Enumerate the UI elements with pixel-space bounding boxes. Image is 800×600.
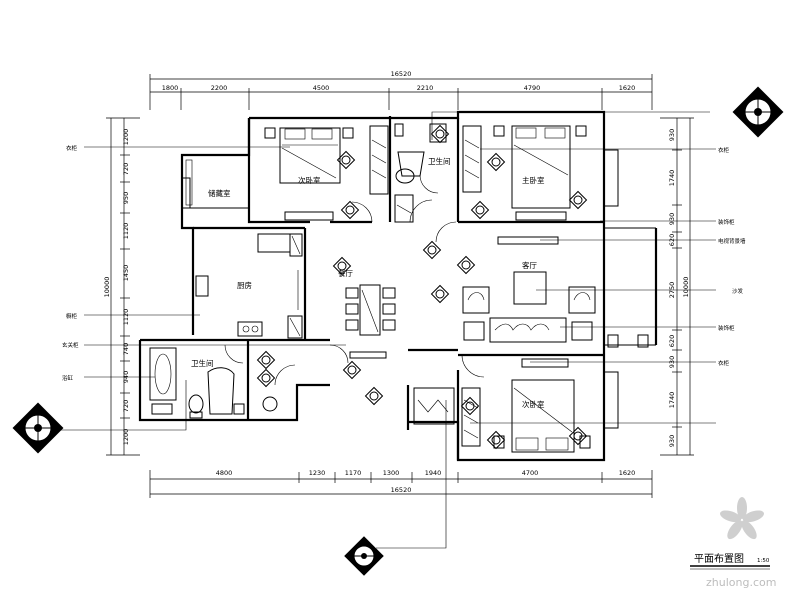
bottom-dim-3: 1170: [345, 469, 362, 477]
drawing-title-block: 平面布置图 1:50: [690, 553, 770, 570]
right-total: 10000: [682, 277, 690, 298]
room-labels: 次卧室 卫生间 主卧室 储藏室 厨房 餐厅 客厅 卫生间 次卧室: [191, 156, 545, 409]
top-dim-6: 1620: [619, 84, 636, 92]
drawing-scale: 1:50: [757, 558, 770, 564]
bedroom-bottom-right-furniture: [413, 358, 591, 453]
callout-right-5: 装饰柜: [718, 324, 735, 332]
total-width-bottom: 16520: [391, 486, 412, 494]
left-dim-4: 1120: [122, 223, 130, 240]
living-room-furniture: [462, 236, 649, 348]
left-dimension-chain: 1200 720 950 1120 1450 1120 740 940 720 …: [103, 117, 140, 456]
bathroom-bottom-fixtures: [149, 347, 278, 419]
master-bedroom-furniture: [462, 125, 587, 221]
callout-left-4: 浴缸: [62, 374, 74, 382]
drawing-title: 平面布置图: [694, 553, 744, 565]
top-dimension-chain: 16520 1800 2200 4500 2210 4790 1620: [149, 70, 653, 110]
room-label-living: 客厅: [522, 260, 537, 270]
compass-symbol-bottom: [344, 536, 384, 576]
watermark: zhulong.com: [706, 497, 776, 589]
room-label-dining: 餐厅: [338, 269, 353, 278]
room-label-bathroom-top: 卫生间: [428, 156, 451, 166]
right-callouts: 衣柜 装饰柜 电视背景墙 沙发 装饰柜 衣柜: [470, 146, 746, 424]
right-dim-8: 1740: [668, 392, 676, 409]
right-dim-9: 930: [668, 435, 676, 447]
leader-lines-compass: [56, 111, 710, 549]
storage-shelves: [185, 159, 193, 206]
left-callouts: 衣柜 橱柜 玄关柜 浴缸: [62, 144, 346, 382]
bottom-dim-7: 1620: [619, 469, 636, 477]
left-dim-1: 1200: [122, 129, 130, 146]
bottom-dim-1: 4800: [216, 469, 233, 477]
exterior-walls: [138, 110, 658, 462]
right-dimension-chain: 930 1740 930 620 2750 620 930 1740 930 1…: [660, 117, 694, 456]
top-dim-3: 4500: [313, 84, 330, 92]
callout-right-3: 电视背景墙: [718, 237, 746, 245]
top-dim-5: 4790: [524, 84, 541, 92]
room-label-master-bedroom: 主卧室: [522, 175, 545, 185]
bathroom-top-fixtures: [394, 123, 447, 223]
door-swings: [224, 174, 485, 386]
bottom-dim-4: 1300: [383, 469, 400, 477]
left-dim-6: 1120: [122, 309, 130, 326]
elevation-markers: [256, 124, 588, 450]
callout-right-6: 衣柜: [718, 359, 730, 367]
left-dim-10: 1200: [122, 429, 130, 446]
top-dim-1: 1800: [162, 84, 179, 92]
left-total: 10000: [103, 277, 111, 298]
left-dim-9: 720: [122, 400, 130, 412]
room-label-bedroom-bottom-right: 次卧室: [522, 399, 545, 409]
bottom-dim-5: 1940: [425, 469, 442, 477]
bottom-dim-2: 1230: [309, 469, 326, 477]
room-label-kitchen: 厨房: [237, 280, 252, 290]
room-label-bathroom-bottom: 卫生间: [191, 358, 214, 368]
callout-left-3: 玄关柜: [62, 341, 79, 349]
kitchen-fixtures: [195, 233, 303, 339]
bedroom-top-left-furniture: [264, 125, 389, 221]
top-dim-4: 2210: [417, 84, 434, 92]
compass-symbol-left: [12, 402, 64, 454]
top-dim-2: 2200: [211, 84, 228, 92]
room-label-storage: 储藏室: [208, 188, 231, 198]
callout-right-1: 衣柜: [718, 146, 730, 154]
dining-table-set: [345, 284, 396, 359]
right-dim-2: 1740: [668, 170, 676, 187]
callout-right-2: 装饰柜: [718, 218, 735, 226]
right-dim-3: 930: [668, 213, 676, 225]
watermark-text: zhulong.com: [706, 576, 776, 589]
left-dim-2: 720: [122, 163, 130, 175]
callout-right-4: 沙发: [732, 287, 744, 295]
bottom-dimension-chain: 4800 1230 1170 1300 1940 4700 1620 16520: [149, 469, 653, 498]
room-label-bedroom-top-left: 次卧室: [298, 175, 321, 185]
right-dim-6: 620: [668, 335, 676, 347]
interior-walls: [140, 116, 604, 460]
left-dim-3: 950: [122, 192, 130, 204]
callout-left-1: 衣柜: [66, 144, 78, 152]
compass-symbol-top-right: [732, 86, 784, 138]
left-dim-5: 1450: [122, 265, 130, 282]
right-dim-1: 930: [668, 129, 676, 141]
bottom-dim-6: 4700: [522, 469, 539, 477]
total-width-top: 16520: [391, 70, 412, 78]
callout-left-2: 橱柜: [66, 312, 78, 320]
left-dim-7: 740: [122, 343, 130, 355]
